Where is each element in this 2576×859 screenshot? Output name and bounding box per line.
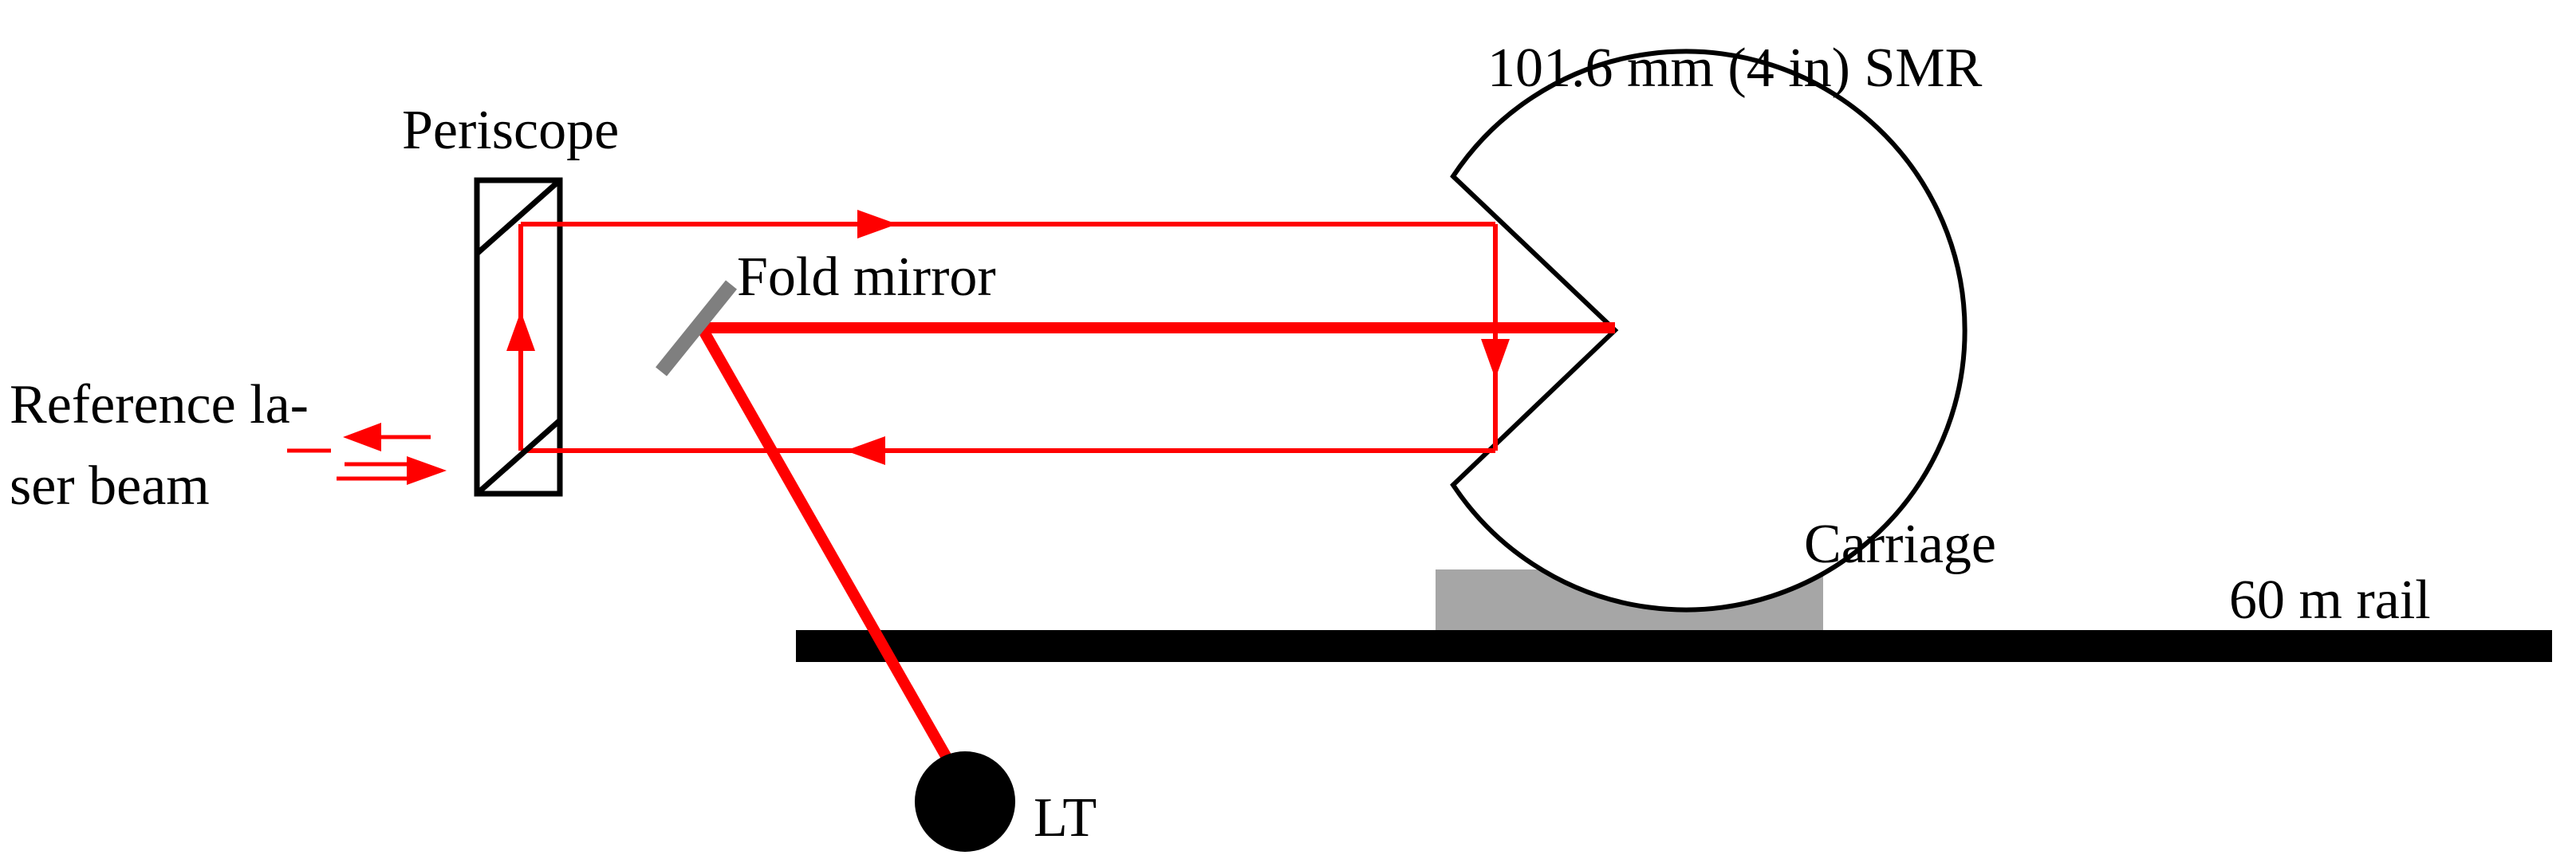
fold-mirror-label: Fold mirror: [737, 246, 996, 308]
rail-label: 60 m rail: [2229, 569, 2431, 631]
periscope-mirror-top: [475, 178, 562, 256]
beam-path: [518, 222, 1498, 453]
laser-tracker: [915, 751, 1015, 852]
periscope-label: Periscope: [402, 100, 619, 161]
fold-mirror: [655, 280, 738, 376]
reference-laser-arrows: [287, 423, 447, 485]
tracker-beam-diagonal: [696, 325, 971, 793]
beam-arrow-down: [1481, 339, 1510, 379]
carriage-label: Carriage: [1804, 514, 1996, 575]
beam-arrow-up: [506, 311, 535, 351]
periscope-body: [474, 177, 563, 497]
beam-arrow-left: [845, 436, 885, 465]
periscope-mirror-bottom: [475, 418, 562, 496]
smr-outline: [1450, 49, 1967, 613]
reference-beam-label-line2: ser beam: [10, 455, 210, 517]
smr-label: 101.6 mm (4 in) SMR: [1487, 37, 1983, 99]
reference-beam-label-line1: Reference la-: [10, 374, 309, 435]
rail: [796, 630, 2552, 662]
lt-label: LT: [1034, 787, 1097, 849]
beam-arrow-right: [857, 210, 897, 238]
